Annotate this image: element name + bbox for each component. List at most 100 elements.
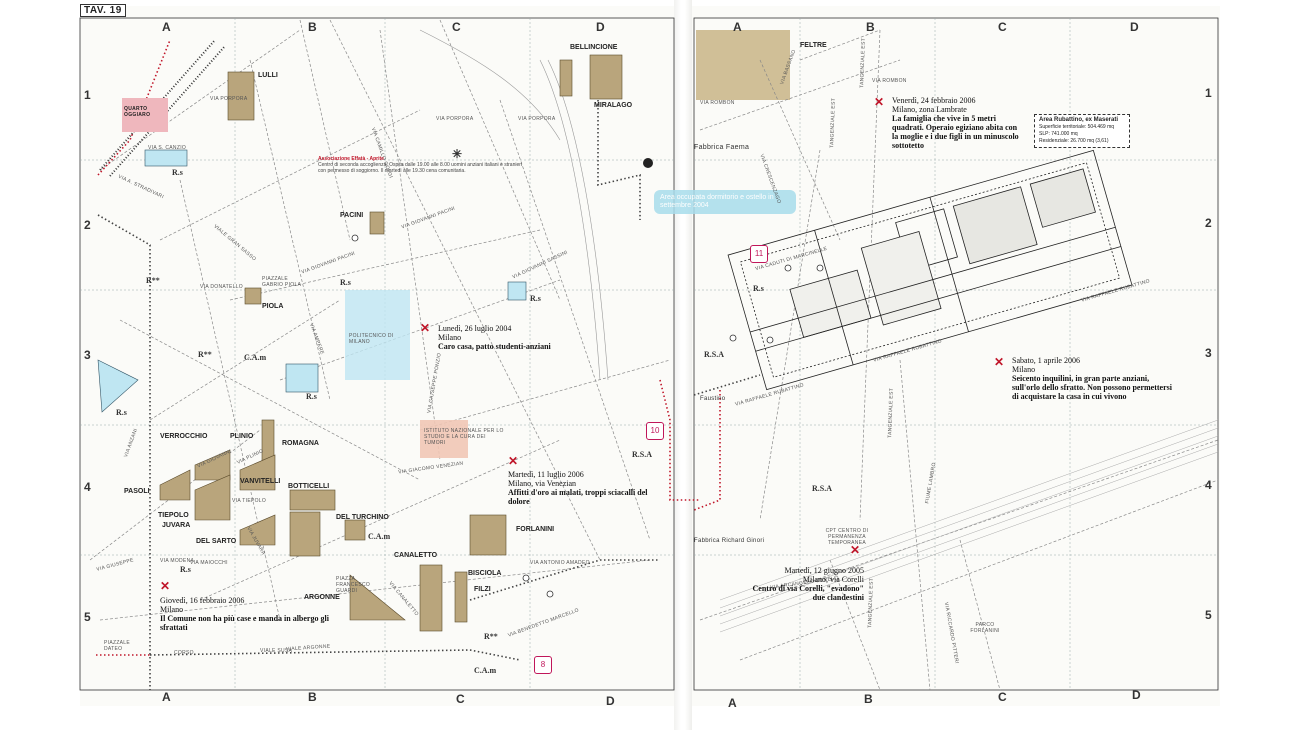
grid-col-a-bottom-left: A [162,690,171,704]
grid-col-c-top-left: C [452,20,461,34]
grid-row-2-right: 2 [1205,216,1212,230]
event-place: Milano [438,333,462,342]
event-place: Milano [160,605,184,614]
street-guardi: PIAZZA FRANCESCO GUARDI [336,576,371,594]
effata-note-body: Centro di seconda accoglienza. Ospita da… [318,162,523,174]
code-rstars-3: R** [484,632,498,641]
code-rsa-3: R.S.A [632,450,653,459]
poi-bisciola: BISCIOLA [468,570,502,577]
event-date: Martedì, 12 giugno 2005 [784,566,864,575]
route-tag-8: 8 [534,656,552,674]
street-donatello: VIA DONATELLO [200,284,243,290]
grid-col-a-top-left: A [162,20,171,34]
poi-quarto-oggiaro: QUARTO OGGIARO [124,106,151,118]
area-info-line: Superficie territoriale: 504.469 mq [1039,124,1115,130]
code-rs-1: R.s [172,168,183,177]
event-headline: Centro di via Corelli, "evadono" due cla… [752,584,864,602]
area-info-title: Area Rubattino, ex Maserati [1039,117,1119,123]
event-left-2: Martedì, 11 luglio 2006 Milano, via Vene… [508,470,658,506]
area-info-box: Area Rubattino, ex Maserati Superficie t… [1034,114,1130,148]
right-map-page [692,6,1220,706]
event-place: Milano, zona Lambrate [892,105,967,114]
grid-row-5-right: 5 [1205,608,1212,622]
poi-piola: PIOLA [262,303,284,310]
poi-miralago: MIRALAGO [594,102,633,109]
poi-istituto-tumori: ISTITUTO NAZIONALE PER LO STUDIO E LA CU… [424,428,504,446]
poi-fabbrica-ginori: Fabbrica Richard Ginori [694,538,765,544]
poi-parco-forlanini: PARCO FORLANINI [970,622,1000,634]
poi-romagna: ROMAGNA [282,440,319,447]
code-cam-1: C.A.m [244,353,267,362]
street-rombon-1: VIA ROMBON [872,78,907,84]
book-gutter [674,0,692,730]
street-porpora-1: VIA PORPORA [210,96,248,102]
poi-bellincione: BELLINCIONE [570,44,618,51]
street-tiepolo: VIA TIEPOLO [232,498,267,504]
event-headline: La famiglia che vive in 5 metri quadrati… [892,114,1019,150]
street-corso: CORSO [174,650,194,656]
code-rsa-1: R.S.A [704,350,725,359]
code-rs-6: R.s [180,565,191,574]
poi-fabbrica-faema: Fabbrica Faema [694,144,750,151]
grid-row-5-left: 5 [84,610,91,624]
poi-vanvitelli: VANVITELLI [240,478,281,485]
street-dateo: PIAZZALE DATEO [104,640,131,652]
event-marker-icon: ✕ [850,543,861,557]
poi-botticelli: BOTTICELLI [288,483,330,490]
grid-col-b-bottom-right: B [864,692,873,706]
grid-col-c-top-right: C [998,20,1007,34]
poi-canaletto: CANALETTO [394,552,438,559]
grid-col-d-bottom-right: D [1132,688,1141,702]
grid-col-b-top-left: B [308,20,317,34]
effata-note-title: Associazione Effatà - Aprite [318,156,384,162]
event-date: Venerdì, 24 febbraio 2006 [892,96,976,105]
event-right-1: Venerdì, 24 febbraio 2006 Milano, zona L… [892,96,1022,150]
event-place: Milano, via Corelli [802,575,864,584]
poi-cpt: CPT CENTRO DI PERMANENZA TEMPORANEA [825,528,869,546]
event-marker-icon: ✕ [160,579,171,593]
event-headline: Il Comune non ha più case e manda in alb… [160,614,329,632]
code-rstars-1: R** [146,276,160,285]
event-date: Giovedì, 16 febbraio 2006 [160,596,245,605]
poi-juvara: JUVARA [162,522,191,529]
poi-faustino: Faustino [700,396,726,402]
area-info-line: SLP: 741.000 mq [1039,131,1078,137]
poi-forlanini: FORLANINI [516,526,555,533]
grid-col-c-bottom-right: C [998,690,1007,704]
poi-verrocchio: VERROCCHIO [160,433,208,440]
event-marker-icon: ✕ [874,95,885,109]
effata-note: Associazione Effatà - Aprite Centro di s… [318,156,528,174]
street-porpora-2: VIA PORPORA [436,116,474,122]
poi-lulli: LULLI [258,72,278,79]
area-info-line: Residenziale: 26.700 mq (3,61) [1039,138,1109,144]
poi-tiepolo: TIEPOLO [158,512,189,519]
code-cam-3: C.A.m [474,666,497,675]
event-date: Sabato, 1 aprile 2006 [1012,356,1080,365]
street-piazzale-piola: PIAZZALE GABRIO PIOLA [262,276,302,288]
street-rombon-2: VIA ROMBON [700,100,735,106]
event-left-1: Lunedì, 26 luglio 2004 Milano Caro casa,… [438,324,618,351]
grid-col-a-bottom-right: A [728,696,737,710]
poi-del-turchino: DEL TURCHINO [336,514,389,521]
grid-row-3-right: 3 [1205,346,1212,360]
grid-row-2-left: 2 [84,218,91,232]
grid-row-1-right: 1 [1205,86,1212,100]
poi-plinio: PLINIO [230,433,254,440]
grid-col-d-top-left: D [596,20,605,34]
code-rs-right: R.s [753,284,764,293]
code-cam-2: C.A.m [368,532,391,541]
grid-col-b-bottom-left: B [308,690,317,704]
event-place: Milano [1012,365,1036,374]
route-tag-10: 10 [646,422,664,440]
event-headline: Caro casa, patto studenti-anziani [438,342,551,351]
code-rstars-2: R** [198,350,212,359]
street-maiocchi: VIA MAIOCCHI [190,560,228,566]
event-right-2: Sabato, 1 aprile 2006 Milano Seicento in… [1012,356,1172,401]
grid-col-a-top-right: A [733,20,742,34]
street-canzio: VIA S. CANZIO [148,145,187,151]
grid-col-c-bottom-left: C [456,692,465,706]
poi-argonne: ARGONNE [304,594,340,601]
route-tag-11: 11 [750,245,768,263]
code-rs-2: R.s [340,278,351,287]
